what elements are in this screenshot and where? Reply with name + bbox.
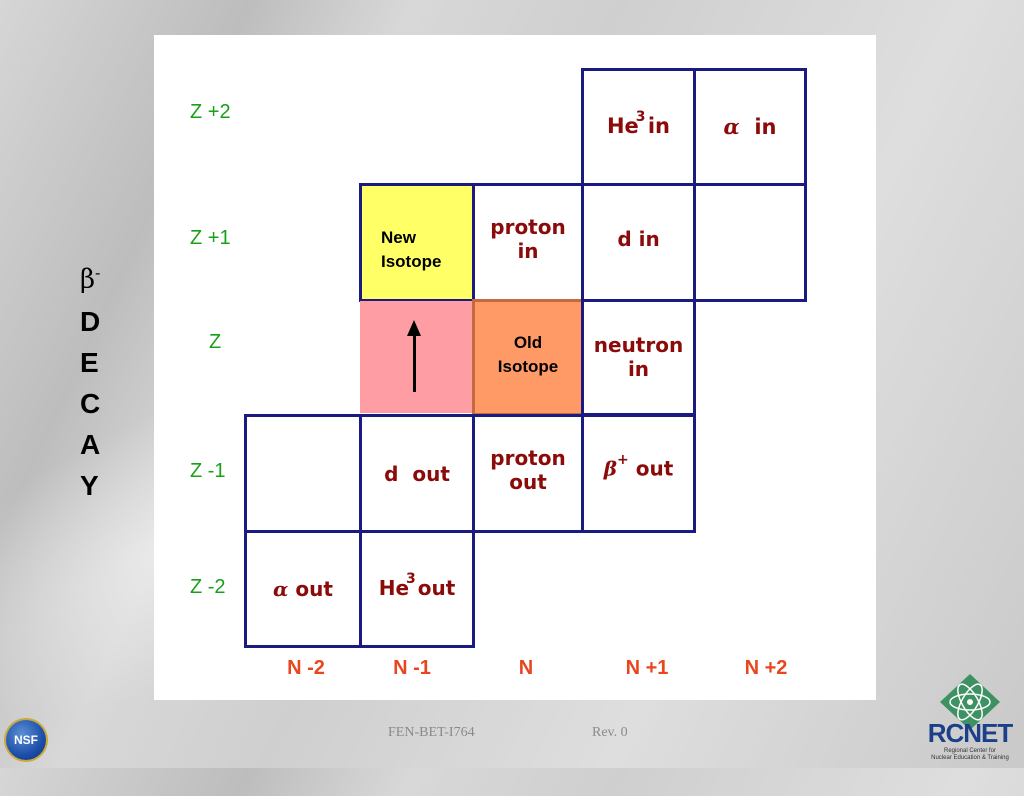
cell-empty-z1-n2	[693, 183, 807, 302]
side-letter-e: E	[80, 346, 99, 378]
cell-beta-plus-out: β+ out	[581, 414, 696, 533]
cell-he3-out: He3 out	[359, 530, 475, 648]
cell-d-in: d in	[581, 183, 696, 302]
cell-d-out-text: d out	[384, 461, 450, 486]
n-label-minus2: N -2	[287, 657, 325, 679]
up-arrow-shaft	[413, 334, 416, 392]
side-letter-a: A	[80, 428, 101, 460]
cell-empty-z-1-n-2	[244, 414, 362, 533]
rcnet-logo-text: RCNET	[927, 718, 1014, 748]
nsf-logo: NSF	[6, 720, 46, 760]
cell-he3-out-text: He3 out	[378, 570, 456, 600]
z-label-zero: Z	[209, 331, 222, 353]
beta-minus-symbol: β-	[80, 263, 101, 295]
cell-beta-plus-out-text: β+ out	[603, 452, 674, 481]
side-letter-d: D	[80, 305, 101, 337]
cell-d-out: d out	[359, 414, 475, 533]
n-label-minus1: N -1	[393, 657, 431, 679]
cell-alpha-in: α in	[693, 68, 807, 186]
footer-revision: Rev. 0	[592, 725, 628, 740]
cell-alpha-in-text: α in	[723, 114, 777, 140]
z-label-plus2: Z +2	[190, 101, 231, 123]
cell-he3-in: He3 in	[581, 68, 696, 186]
n-label-plus2: N +2	[744, 657, 788, 679]
z-label-minus1: Z -1	[190, 460, 226, 482]
rcnet-atom-icon	[940, 674, 1000, 730]
cell-alpha-out-text: α out	[273, 577, 333, 601]
cell-he3-in-text: He3 in	[606, 108, 671, 138]
cell-d-in-text: d in	[617, 226, 660, 251]
z-label-plus1: Z +1	[190, 227, 231, 249]
cell-alpha-out: α out	[244, 530, 362, 648]
up-arrow-head	[407, 320, 421, 336]
n-label-plus1: N +1	[625, 657, 669, 679]
side-letter-c: C	[80, 387, 101, 419]
side-title: β- D E C A Y	[80, 252, 110, 506]
z-label-minus2: Z -2	[190, 576, 226, 598]
n-label-zero: N	[518, 657, 534, 679]
cell-beta-minus-origin	[360, 301, 474, 413]
footer-doc-id: FEN-BET-I764	[388, 725, 475, 740]
side-letter-y: Y	[80, 469, 99, 501]
